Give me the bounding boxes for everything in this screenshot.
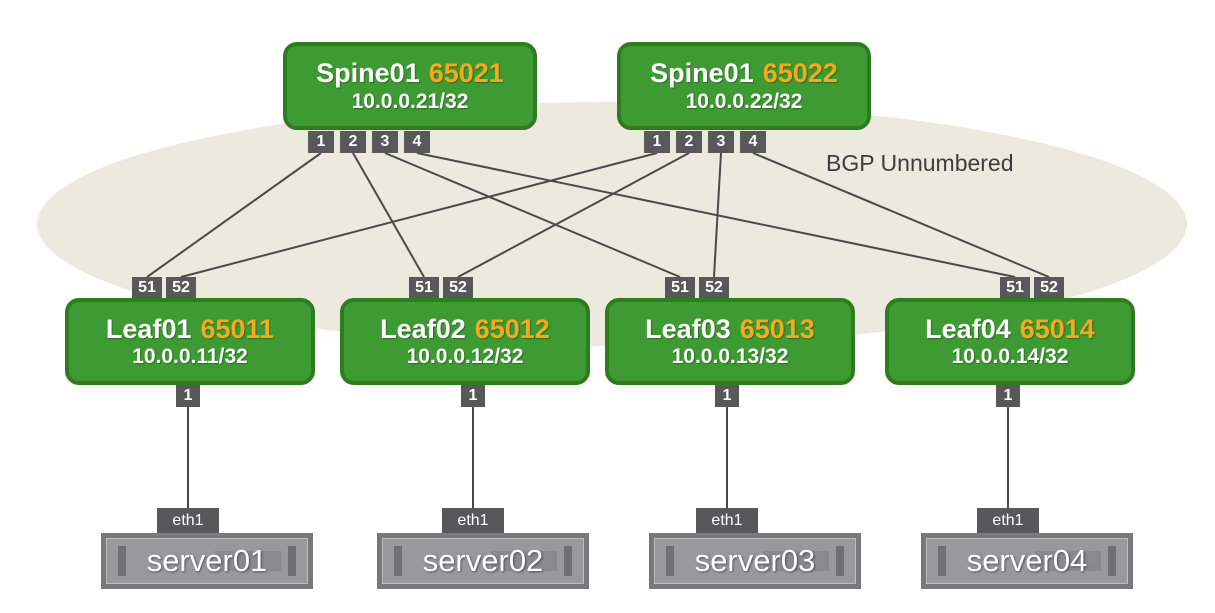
leaf02-ip: 10.0.0.12/32 [406, 345, 524, 369]
server04-bar-left [938, 546, 946, 576]
spine02-port-1: 1 [644, 131, 670, 153]
server04-eth1-label: eth1 [977, 508, 1039, 533]
server03-slot [763, 551, 829, 571]
link-spine1.4-leaf4.51 [416, 152, 1016, 278]
server03-eth1-label: eth1 [696, 508, 758, 533]
spine02-port-2: 2 [676, 131, 702, 153]
bgp-unnumbered-label: BGP Unnumbered [826, 150, 1014, 176]
leaf02-asn: 65012 [474, 313, 550, 344]
server04-slot [1035, 551, 1101, 571]
leaf04-ip: 10.0.0.14/32 [951, 345, 1069, 369]
leaf01-port-51: 51 [132, 277, 162, 299]
leaf01-asn: 65011 [200, 313, 275, 344]
leaf03-port-1: 1 [715, 385, 739, 407]
spine01-name: Spine01 [316, 58, 420, 89]
server02-eth1-label: eth1 [442, 508, 504, 533]
server04-bar-right [1108, 546, 1116, 576]
link-spine1.3-leaf3.51 [384, 152, 681, 278]
server03-bar-right [836, 546, 844, 576]
link-spine1.1-leaf1.51 [146, 152, 322, 278]
spine01-port-4: 4 [404, 131, 430, 153]
server03-node: server03 [649, 533, 861, 589]
leaf04-port-51: 51 [1000, 277, 1030, 299]
spine02-node: Spine01 65022 10.0.0.22/32 [617, 42, 871, 130]
spine01-port-2: 2 [340, 131, 366, 153]
spine02-ip: 10.0.0.22/32 [685, 89, 803, 113]
spine01-ip: 10.0.0.21/32 [351, 89, 469, 113]
link-spine2.4-leaf4.52 [752, 152, 1050, 278]
leaf03-ip: 10.0.0.13/32 [671, 345, 789, 369]
server01-bar-right [288, 546, 296, 576]
spine01-node: Spine01 65021 10.0.0.21/32 [283, 42, 537, 130]
spine02-port-3: 3 [708, 131, 734, 153]
server03-chassis: server03 [654, 538, 856, 584]
leaf03-port-51: 51 [665, 277, 695, 299]
spine01-port-1: 1 [308, 131, 334, 153]
leaf04-title: Leaf04 65014 [925, 314, 1095, 344]
leaf02-port-1: 1 [461, 385, 485, 407]
server02-slot [491, 551, 557, 571]
spine01-asn: 65021 [428, 58, 504, 89]
server01-eth1-label: eth1 [157, 508, 219, 533]
leaf01-node: Leaf01 65011 10.0.0.11/32 [65, 298, 315, 385]
leaf02-name: Leaf02 [380, 313, 466, 344]
leaf02-port-52: 52 [443, 277, 473, 299]
link-spine1.2-leaf2.51 [352, 152, 425, 278]
link-spine2.2-leaf2.52 [457, 152, 690, 278]
server03-name: server03 [694, 543, 816, 578]
leaf04-node: Leaf04 65014 10.0.0.14/32 [885, 298, 1135, 385]
server02-node: server02 [377, 533, 589, 589]
leaf04-port-1: 1 [996, 385, 1020, 407]
bgp-unnumbered-ellipse [37, 102, 1187, 346]
spine01-port-3: 3 [372, 131, 398, 153]
server02-name: server02 [422, 543, 544, 578]
leaf01-name: Leaf01 [105, 313, 192, 344]
server04-chassis: server04 [926, 538, 1128, 584]
leaf03-port-52: 52 [699, 277, 729, 299]
server02-bar-right [564, 546, 572, 576]
leaf01-ip: 10.0.0.11/32 [132, 345, 248, 369]
leaf04-asn: 65014 [1019, 313, 1095, 344]
server01-slot [215, 551, 281, 571]
leaf04-port-52: 52 [1034, 277, 1064, 299]
leaf01-title: Leaf01 65011 [106, 314, 274, 344]
server01-bar-left [118, 546, 126, 576]
leaf02-title: Leaf02 65012 [380, 314, 550, 344]
server04-name: server04 [966, 543, 1088, 578]
leaf03-node: Leaf03 65013 10.0.0.13/32 [605, 298, 855, 385]
server01-name: server01 [146, 543, 268, 578]
server04-node: server04 [921, 533, 1133, 589]
leaf03-title: Leaf03 65013 [645, 314, 815, 344]
server01-chassis: server01 [106, 538, 308, 584]
leaf03-name: Leaf03 [645, 313, 731, 344]
spine02-name: Spine01 [650, 58, 754, 89]
leaf03-asn: 65013 [739, 313, 815, 344]
leaf01-port-1: 1 [176, 385, 200, 407]
leaf01-port-52: 52 [166, 277, 196, 299]
server02-bar-left [394, 546, 402, 576]
spine02-asn: 65022 [762, 58, 838, 89]
spine01-title: Spine01 65021 [316, 58, 504, 88]
leaf04-name: Leaf04 [925, 313, 1011, 344]
leaf02-node: Leaf02 65012 10.0.0.12/32 [340, 298, 590, 385]
server03-bar-left [666, 546, 674, 576]
spine02-port-4: 4 [740, 131, 766, 153]
link-spine2.3-leaf3.52 [713, 152, 722, 278]
leaf02-port-51: 51 [409, 277, 439, 299]
server02-chassis: server02 [382, 538, 584, 584]
server01-node: server01 [101, 533, 313, 589]
spine02-title: Spine01 65022 [650, 58, 838, 88]
link-spine2.1-leaf1.52 [180, 152, 658, 278]
